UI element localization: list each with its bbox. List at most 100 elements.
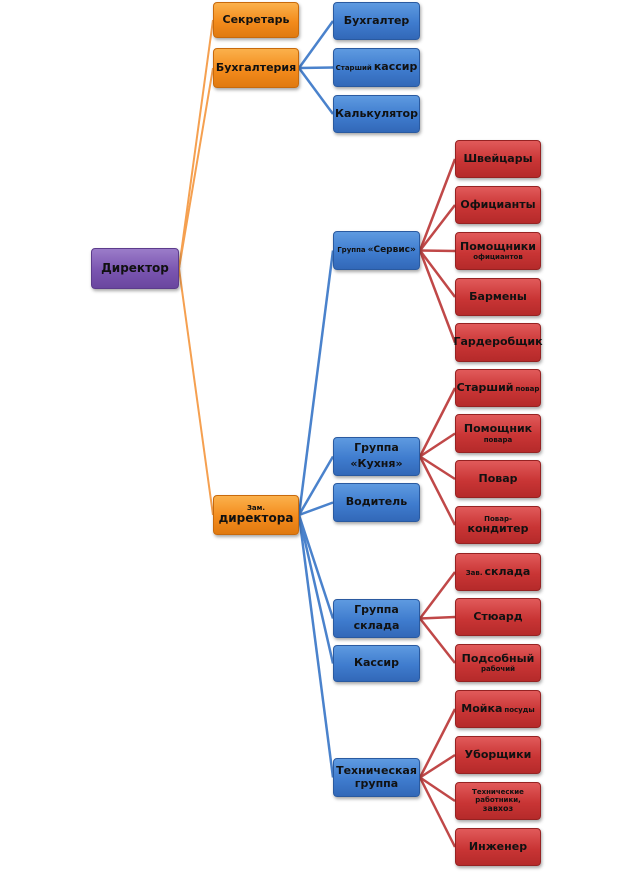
connector-service-group-waiter-assistants <box>419 249 456 253</box>
connector-technical-group-dishwashing <box>418 708 457 779</box>
node-label: Старший <box>456 380 514 394</box>
node-label: кассир <box>373 60 418 74</box>
node-label-line1: Техническая <box>336 763 417 777</box>
connector-technical-group-tech-workers <box>419 776 456 803</box>
node-cashier[interactable]: Кассир <box>333 645 420 682</box>
connector-accounting-calculator <box>297 67 335 115</box>
node-label-line1: Группа <box>354 603 399 617</box>
node-label: Швейцары <box>463 151 533 165</box>
node-waiter-assistants[interactable]: Помощники официантов <box>455 232 541 270</box>
node-driver[interactable]: Водитель <box>333 483 420 522</box>
node-label: Водитель <box>345 495 408 509</box>
node-label-line2: работники, <box>475 796 521 805</box>
node-label: склада <box>484 564 531 578</box>
node-label: Уборщики <box>464 747 532 761</box>
node-label-line3: завхоз <box>482 804 514 814</box>
connector-service-group-doormen <box>418 158 457 251</box>
connector-kitchen-group-cook <box>419 455 456 481</box>
node-label-line2: «Кухня» <box>350 457 403 470</box>
node-label: «Сервис» <box>367 245 416 256</box>
node-label-line1: Помощник <box>463 422 533 436</box>
node-helper[interactable]: Подсобный рабочий <box>455 644 541 682</box>
connector-kitchen-group-pastry-cook <box>418 455 457 526</box>
connector-director-deputy-director <box>178 268 214 516</box>
connector-deputy-director-technical-group <box>297 514 335 778</box>
node-label-line2: повара <box>483 435 513 444</box>
node-label: Секретарь <box>222 12 290 26</box>
node-waiters[interactable]: Официанты <box>455 186 541 224</box>
node-label: Гардеробщик <box>453 335 543 349</box>
node-label: Повар <box>478 471 518 485</box>
connector-service-group-cloakroom <box>418 250 457 343</box>
connector-deputy-director-service-group <box>297 250 335 516</box>
node-engineer[interactable]: Инженер <box>455 828 541 866</box>
node-cook[interactable]: Повар <box>455 460 541 498</box>
connector-service-group-bartenders <box>419 249 456 298</box>
connector-deputy-director-kitchen-group <box>297 455 335 516</box>
node-service-group[interactable]: Группа «Сервис» <box>333 231 420 270</box>
node-director[interactable]: Директор <box>91 248 179 289</box>
connector-service-group-waiters <box>419 204 456 252</box>
node-steward[interactable]: Стюард <box>455 598 541 636</box>
node-pastry-cook[interactable]: Повар- кондитер <box>455 506 541 544</box>
node-label-line1: Группа <box>354 441 399 455</box>
node-warehouse-group[interactable]: Группа склада <box>333 599 420 638</box>
node-label: Бармены <box>469 289 527 303</box>
node-label: Директор <box>101 260 169 275</box>
node-label-small: повар <box>515 384 540 393</box>
connector-accounting-senior-cashier <box>298 66 334 70</box>
node-label-line1: Помощники <box>460 239 536 253</box>
node-label-line2: кондитер <box>467 521 529 535</box>
node-label-small: Зав. <box>465 568 483 577</box>
node-label: Калькулятор <box>335 106 418 120</box>
connector-deputy-director-driver <box>298 501 334 517</box>
node-calculator[interactable]: Калькулятор <box>333 95 420 133</box>
node-label: Бухгалтерия <box>215 60 297 74</box>
node-kitchen-group[interactable]: Группа «Кухня» <box>333 437 420 476</box>
node-label-line2: группа <box>354 776 399 790</box>
connector-kitchen-group-cook-assistant <box>419 432 456 458</box>
node-bartenders[interactable]: Бармены <box>455 278 541 316</box>
connector-technical-group-cleaners <box>419 753 456 779</box>
node-senior-cook[interactable]: Старший повар <box>455 369 541 407</box>
node-secretary[interactable]: Секретарь <box>213 2 299 38</box>
node-tech-workers[interactable]: Технические работники, завхоз <box>455 782 541 820</box>
node-label-line1: Подсобный <box>461 651 535 665</box>
node-label: Кассир <box>353 656 400 670</box>
node-label: Бухгалтер <box>343 13 410 27</box>
node-warehouse-head[interactable]: Зав. склада <box>455 553 541 591</box>
node-doormen[interactable]: Швейцары <box>455 140 541 178</box>
node-label-line1: Технические <box>472 788 524 797</box>
connector-technical-group-engineer <box>418 776 457 848</box>
connector-warehouse-group-warehouse-head <box>419 571 456 620</box>
node-accounting[interactable]: Бухгалтерия <box>213 48 299 88</box>
connector-director-secretary <box>178 19 214 269</box>
node-label-small: Старший <box>335 64 372 73</box>
node-dishwashing[interactable]: Мойка посуды <box>455 690 541 728</box>
node-cook-assistant[interactable]: Помощник повара <box>455 414 541 453</box>
connector-warehouse-group-steward <box>419 615 456 620</box>
node-label-line2: склада <box>353 619 400 632</box>
node-label-line2: рабочий <box>480 665 516 674</box>
node-technical-group[interactable]: Техническая группа <box>333 758 420 797</box>
node-label: директора <box>218 511 294 526</box>
node-label-small: посуды <box>504 705 535 714</box>
node-label-line1: Повар- <box>484 514 512 523</box>
connector-kitchen-group-senior-cook <box>418 387 457 458</box>
node-label: Стюард <box>473 609 523 623</box>
node-cleaners[interactable]: Уборщики <box>455 736 541 774</box>
node-label-small: Зам. <box>246 504 266 513</box>
node-senior-cashier[interactable]: Старший кассир <box>333 48 420 87</box>
connector-warehouse-group-helper <box>419 617 456 664</box>
connector-deputy-director-warehouse-group <box>297 514 335 619</box>
node-label-line2: официантов <box>473 253 523 262</box>
connector-director-accounting <box>178 67 214 269</box>
node-label: Официанты <box>460 197 536 211</box>
node-accountant[interactable]: Бухгалтер <box>333 2 420 40</box>
node-cloakroom[interactable]: Гардеробщик <box>453 323 543 362</box>
node-deputy-director[interactable]: Зам. директора <box>213 495 299 535</box>
node-label: Мойка <box>461 701 503 715</box>
node-label: Инженер <box>468 839 528 853</box>
node-label-small: Группа <box>337 246 366 255</box>
